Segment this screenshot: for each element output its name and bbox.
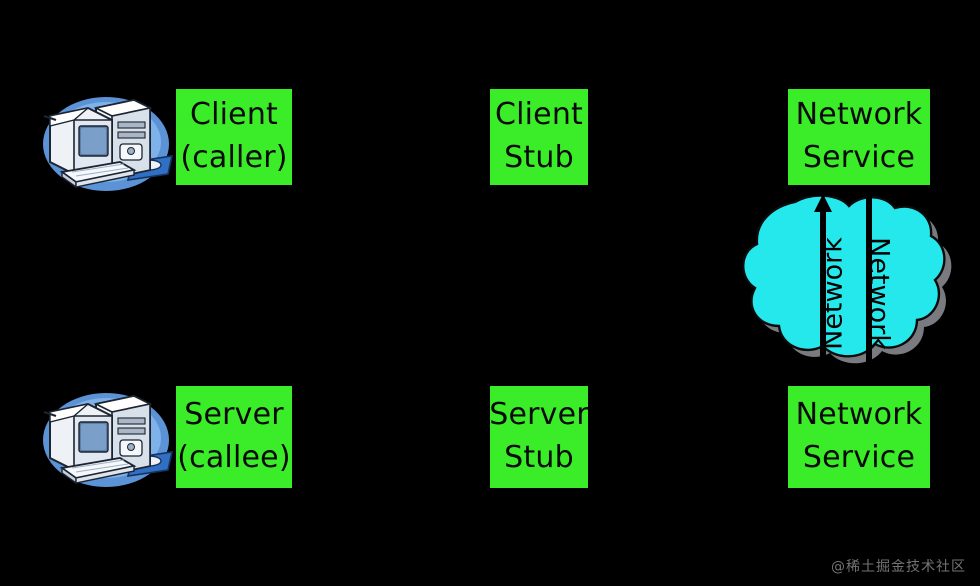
node-label-line1: Server [489, 397, 589, 433]
client-computer-icon [36, 86, 176, 196]
node-network-service-top[interactable]: Network Service [788, 89, 930, 185]
node-label-line1: Network [795, 397, 923, 433]
arrow-down-label: Network [863, 237, 895, 350]
server-computer-icon [36, 382, 176, 492]
desktop-computer-icon [43, 393, 174, 487]
node-server-callee[interactable]: Server (callee) [176, 386, 292, 488]
network-cloud: Network Network [735, 194, 965, 388]
node-label-line1: Server [184, 397, 284, 433]
node-label-line2: Stub [504, 440, 574, 475]
watermark: @稀土掘金技术社区 [831, 559, 966, 575]
node-label-line2: (caller) [180, 140, 288, 175]
network-cloud-shape [742, 194, 952, 388]
node-client-stub[interactable]: Client Stub [490, 89, 588, 185]
node-client-caller[interactable]: Client (caller) [176, 89, 292, 185]
node-label-line2: Service [802, 140, 916, 175]
node-network-service-bottom[interactable]: Network Service [788, 386, 930, 488]
node-label-line2: Service [802, 440, 916, 475]
node-label-line1: Client [189, 97, 279, 133]
node-label-line2: Stub [504, 140, 574, 175]
desktop-computer-icon [43, 97, 174, 191]
arrow-up-icon [814, 194, 832, 386]
node-label-line1: Client [494, 97, 584, 133]
node-label-line1: Network [795, 97, 923, 133]
node-label-line2: (callee) [177, 440, 291, 475]
arrow-up-label: Network [817, 237, 849, 350]
node-server-stub[interactable]: Server Stub [489, 386, 589, 488]
arrow-down-icon [860, 196, 878, 388]
